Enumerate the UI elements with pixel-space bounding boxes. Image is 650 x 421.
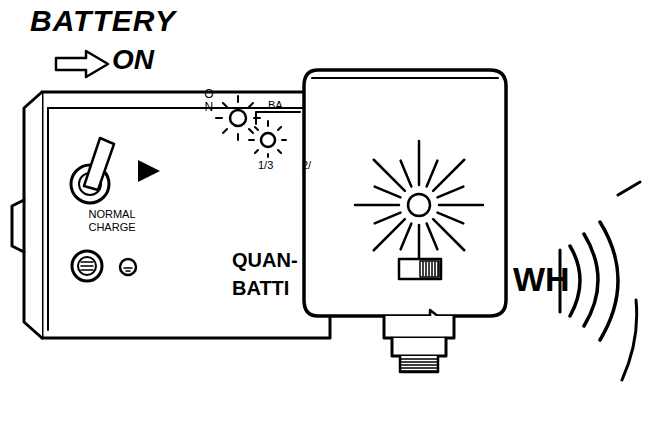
stroke <box>400 361 438 363</box>
stroke <box>418 141 421 185</box>
stroke <box>437 213 463 224</box>
charge-label: NORMAL CHARGE <box>82 208 142 233</box>
title-text: BATTERY <box>30 6 176 36</box>
stroke <box>437 187 463 198</box>
stroke <box>374 219 405 250</box>
stroke <box>433 160 464 191</box>
on-text: ON <box>112 46 154 74</box>
stroke <box>425 262 427 276</box>
stroke <box>401 161 412 187</box>
stroke <box>427 161 438 187</box>
stroke <box>400 364 438 366</box>
level-label: 2/ <box>302 160 311 171</box>
stroke <box>437 262 439 276</box>
stroke <box>434 262 436 276</box>
brand-text: QUAN- <box>232 250 298 270</box>
stroke <box>400 358 438 360</box>
lamp-label: ON <box>204 88 214 113</box>
brand-text: BATTI <box>232 278 289 298</box>
stroke <box>422 262 424 276</box>
stroke <box>400 370 438 372</box>
stroke <box>375 187 401 198</box>
stroke <box>401 223 412 249</box>
stroke <box>374 160 405 191</box>
stroke <box>355 204 399 207</box>
level-label: 1/3 <box>258 160 273 171</box>
stroke <box>439 204 483 207</box>
stroke <box>400 367 438 369</box>
stroke <box>433 219 464 250</box>
sound-effect: WH <box>513 262 570 296</box>
stroke <box>428 262 430 276</box>
stroke <box>427 223 438 249</box>
battery-label: BA <box>268 100 283 111</box>
stroke <box>431 262 433 276</box>
stroke <box>375 213 401 224</box>
